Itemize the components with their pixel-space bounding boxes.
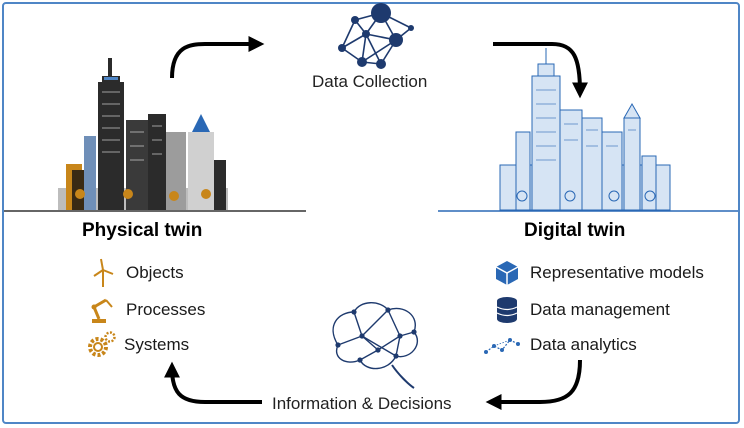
physical-city-illustration bbox=[4, 58, 306, 212]
database-icon bbox=[492, 295, 522, 325]
digital-twin-title: Digital twin bbox=[524, 220, 626, 241]
data-collection-network-icon bbox=[338, 3, 414, 69]
digital-item-representative-models: Representative models bbox=[492, 258, 704, 288]
digital-item-data-management: Data management bbox=[492, 295, 670, 325]
data-collection-label: Data Collection bbox=[312, 72, 428, 91]
physical-item-label: Systems bbox=[124, 335, 190, 354]
physical-twin-title: Physical twin bbox=[82, 220, 203, 241]
digital-item-label: Representative models bbox=[530, 263, 704, 282]
arrow-to-physical-twin bbox=[164, 361, 262, 404]
gears-icon bbox=[86, 330, 116, 360]
digital-city-illustration bbox=[438, 48, 738, 212]
diagram-frame bbox=[2, 2, 740, 424]
arrow-to-information-decisions bbox=[485, 359, 582, 410]
arrow-to-data-collection bbox=[170, 36, 265, 79]
digital-item-data-analytics: Data analytics bbox=[484, 330, 637, 360]
robot-arm-icon bbox=[88, 295, 118, 325]
physical-item-systems: Systems bbox=[86, 330, 189, 360]
arrow-to-digital-twin bbox=[493, 42, 588, 99]
information-decisions-label: Information & Decisions bbox=[272, 394, 452, 413]
digital-item-label: Data analytics bbox=[530, 335, 637, 354]
physical-item-processes: Processes bbox=[88, 295, 205, 325]
cube-icon bbox=[492, 258, 522, 288]
wind-turbine-icon bbox=[88, 258, 118, 288]
physical-item-label: Objects bbox=[126, 263, 184, 282]
physical-item-objects: Objects bbox=[88, 258, 184, 288]
analytics-network-icon bbox=[484, 330, 522, 360]
physical-item-label: Processes bbox=[126, 300, 206, 319]
brain-network-icon bbox=[332, 302, 419, 389]
digital-item-label: Data management bbox=[530, 300, 670, 319]
